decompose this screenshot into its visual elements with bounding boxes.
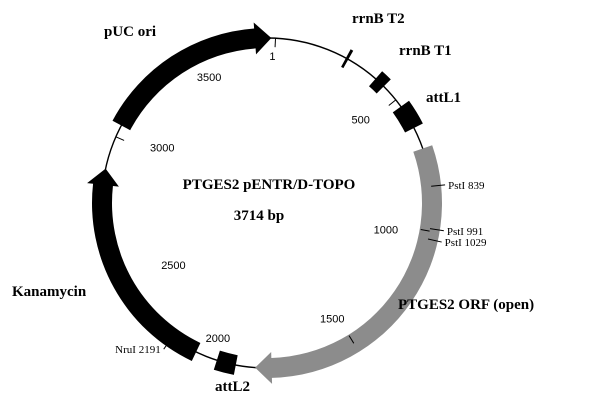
feature-puc-ori <box>112 22 272 131</box>
tick-mark <box>215 45 220 55</box>
feature-label-ptges2-orf: PTGES2 ORF (open) <box>398 297 534 313</box>
tick-label: 3500 <box>197 72 221 84</box>
restriction-site-label: NruI 2191 <box>115 344 161 356</box>
tick-label: 1500 <box>320 314 344 326</box>
tick-label: 2000 <box>206 333 230 345</box>
restriction-site-label: PstI 1029 <box>445 237 487 249</box>
site-tick <box>163 337 173 350</box>
feature-ptges2-orf <box>255 145 443 384</box>
tick-label: 1 <box>269 51 275 63</box>
tick-label: 3000 <box>150 143 174 155</box>
tick-mark <box>115 136 125 141</box>
tick-mark <box>348 335 355 344</box>
plasmid-title: PTGES2 pENTR/D-TOPO <box>183 177 356 193</box>
tick-mark <box>420 229 430 232</box>
tick-label: 2500 <box>161 260 185 272</box>
restriction-site-label: PstI 991 <box>447 226 483 238</box>
feature-attl1 <box>392 100 423 133</box>
feature-label-attl1: attL1 <box>426 90 461 106</box>
feature-kanamycin <box>87 168 201 362</box>
restriction-site-label: PstI 839 <box>448 180 485 192</box>
tick-mark <box>388 99 397 106</box>
plasmid-size: 3714 bp <box>234 208 284 224</box>
tick-mark <box>117 268 126 273</box>
site-tick <box>429 228 444 232</box>
site-tick <box>427 238 442 243</box>
feature-label-kanamycin: Kanamycin <box>12 284 87 300</box>
site-tick <box>431 184 446 187</box>
feature-label-puc-ori: pUC ori <box>104 24 156 40</box>
feature-label-attl2: attL2 <box>215 379 250 395</box>
feature-label-rrnb-t2: rrnB T2 <box>352 11 405 27</box>
tick-mark <box>219 352 223 362</box>
feature-rrnb-t2 <box>341 49 354 69</box>
feature-attl2 <box>213 350 238 375</box>
features-layer <box>87 22 443 384</box>
feature-rrnb-t1 <box>368 71 391 94</box>
tick-label: 500 <box>351 115 369 127</box>
tick-label: 1000 <box>374 224 398 236</box>
feature-label-rrnb-t1: rrnB T1 <box>399 43 452 59</box>
